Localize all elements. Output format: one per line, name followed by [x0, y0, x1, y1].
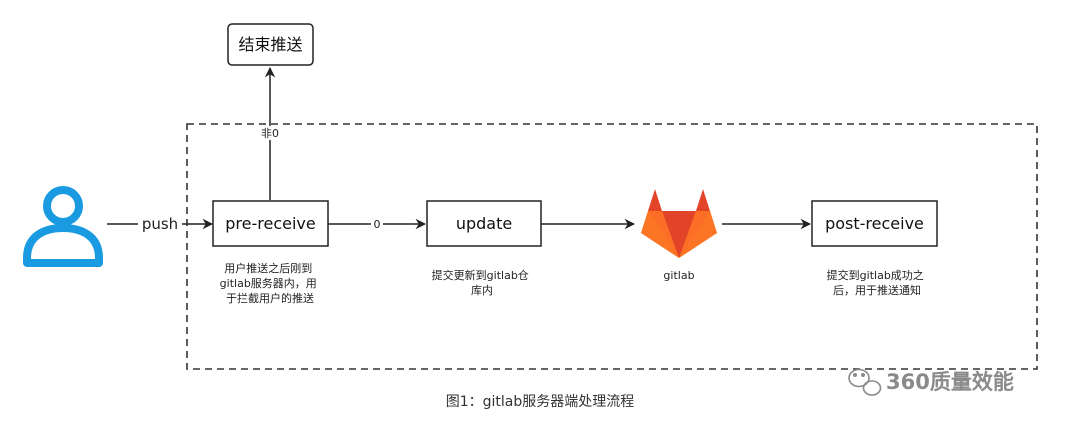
gitlab-label: gitlab [663, 269, 694, 282]
update-note: 提交更新到gitlab仓 库内 [432, 268, 533, 297]
post-receive-node: post-receive [811, 200, 938, 247]
figure-caption: 图1：gitlab服务器端处理流程 [446, 394, 635, 410]
server-boundary [186, 123, 1038, 370]
push-label: push [142, 215, 178, 233]
zero-label: 0 [374, 218, 381, 231]
update-node: update [426, 200, 542, 247]
post-receive-note: 提交到gitlab成功之 后，用于推送通知 [827, 268, 928, 297]
post-receive-label: post-receive [825, 214, 924, 233]
update-note-line: 库内 [471, 283, 493, 297]
end-push-node: 结束推送 [227, 23, 314, 66]
post-receive-note-line: 提交到gitlab成功之 [827, 268, 924, 282]
pre-receive-note-line: 于拦截用户的推送 [226, 291, 314, 305]
pre-receive-label: pre-receive [225, 214, 315, 233]
gitlab-logo-icon [641, 189, 717, 258]
user-icon [23, 186, 103, 267]
wechat-icon [848, 368, 882, 396]
update-note-line: 提交更新到gitlab仓 [432, 268, 529, 282]
post-receive-note-line: 后，用于推送通知 [833, 283, 921, 297]
update-label: update [456, 214, 512, 233]
pre-receive-note-line: gitlab服务器内，用 [220, 276, 317, 290]
pre-receive-node: pre-receive [212, 200, 329, 247]
end-push-label: 结束推送 [238, 35, 302, 54]
pre-receive-note-line: 用户推送之后刚到 [224, 261, 312, 275]
watermark-text: 360质量效能 [886, 370, 1014, 394]
pre-receive-note: 用户推送之后刚到 gitlab服务器内，用 于拦截用户的推送 [220, 261, 321, 305]
non-zero-label: 非0 [261, 127, 279, 140]
